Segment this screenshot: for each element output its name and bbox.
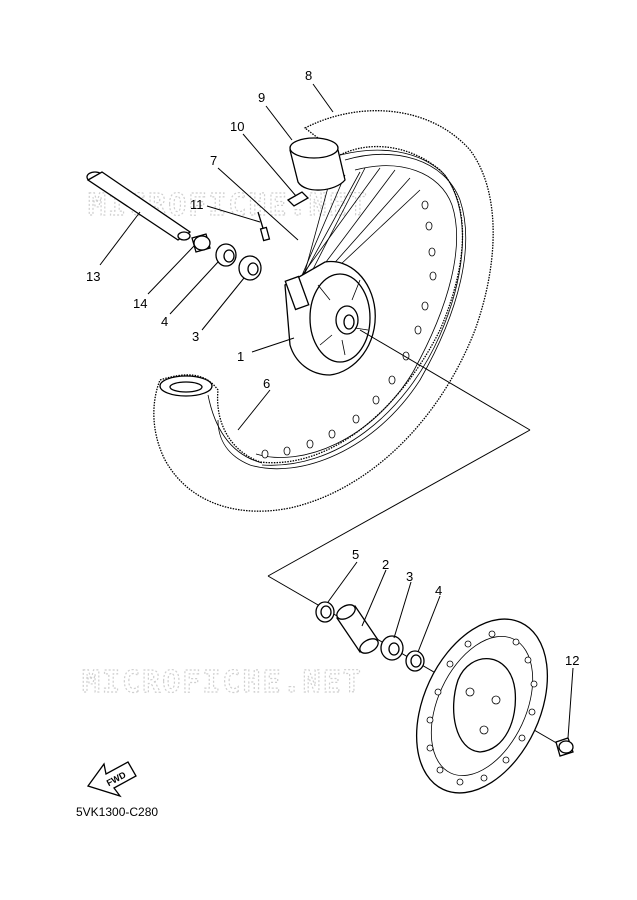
callout-1: 1	[237, 349, 244, 364]
callout-6: 6	[263, 376, 270, 391]
callout-8: 8	[305, 68, 312, 83]
callout-4-bottom: 4	[435, 583, 442, 598]
callout-12: 12	[565, 653, 579, 668]
oil-seal-5	[315, 601, 335, 623]
axle	[86, 171, 192, 241]
rim-band	[286, 191, 310, 207]
valve	[257, 211, 271, 242]
callout-13: 13	[86, 269, 100, 284]
diagram-code: 5VK1300-C280	[76, 805, 158, 819]
callout-10: 10	[230, 119, 244, 134]
collar-14	[191, 233, 211, 253]
bearing-3-top	[238, 255, 262, 281]
callout-2: 2	[382, 557, 389, 572]
watermark-bottom: MICROFICHE.NET	[82, 665, 363, 700]
callout-3-top: 3	[192, 329, 199, 344]
callout-7: 7	[210, 153, 217, 168]
callout-5: 5	[352, 547, 359, 562]
tube-section	[159, 375, 213, 397]
collar-12	[555, 737, 574, 757]
callout-3-bottom: 3	[406, 569, 413, 584]
oil-seal-4-bottom	[405, 650, 425, 672]
callout-14: 14	[133, 296, 147, 311]
brake-disc	[415, 618, 549, 794]
fwd-arrow-icon: FWD	[86, 761, 137, 798]
tire	[153, 110, 494, 512]
bearing-3-bottom	[380, 635, 404, 661]
leader-lines	[99, 83, 574, 739]
callout-11: 11	[190, 197, 204, 212]
callout-9: 9	[258, 90, 265, 105]
tube	[289, 137, 346, 191]
callout-4-top: 4	[161, 314, 168, 329]
callouts: 8 9 10 7 11 13 14 4 3 1 6 5 2 3 4 12	[86, 68, 579, 668]
spacer-2	[336, 604, 379, 654]
rim	[207, 153, 467, 470]
hub	[284, 260, 376, 376]
bearing-4-top	[215, 243, 237, 267]
rim-spoke-holes	[261, 200, 437, 459]
